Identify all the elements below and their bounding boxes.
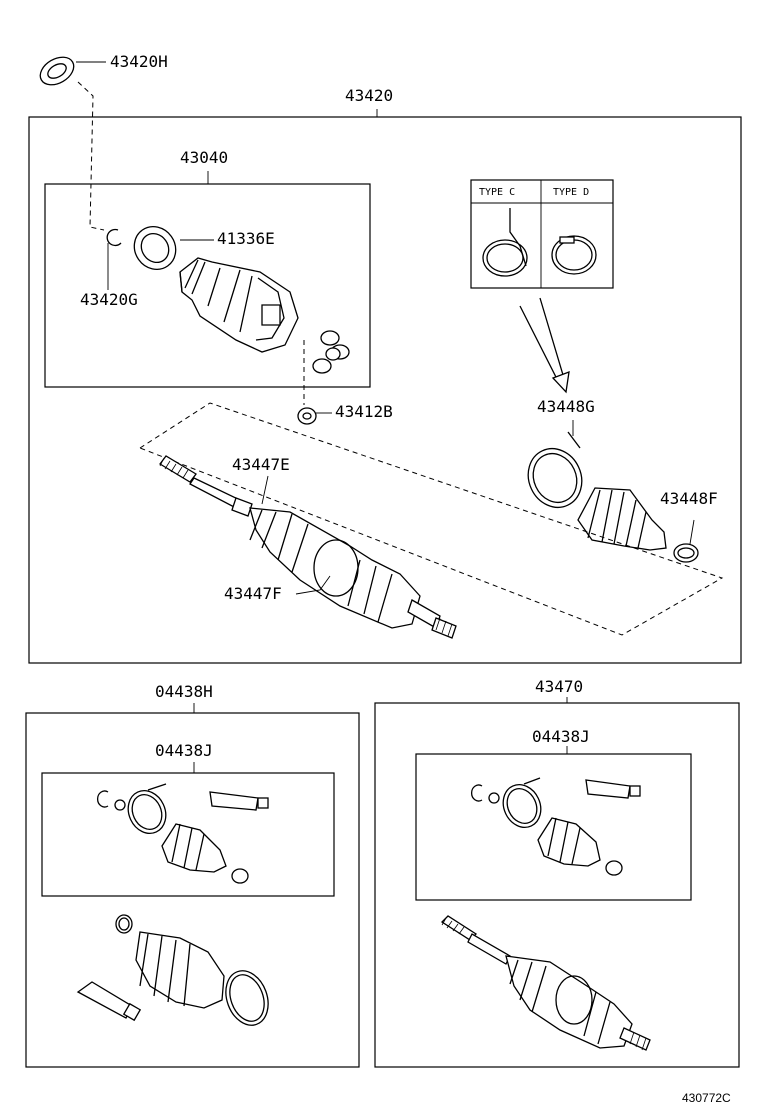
figure-id: 430772C (682, 1091, 731, 1105)
label-43412B: 43412B (335, 402, 393, 421)
dust-seal-43420H (39, 56, 75, 86)
box-04438H-kit (25, 712, 360, 1068)
box-43040-joint (44, 183, 371, 388)
clamp-type-c (482, 208, 528, 277)
label-04438H: 04438H (155, 682, 213, 701)
label-43448F: 43448F (660, 489, 718, 508)
box-clamp-types (470, 179, 614, 289)
arrows-clamp-types (519, 297, 567, 386)
kit-04438H-loose-parts (76, 914, 269, 1026)
snap-ring-43420G (106, 228, 122, 247)
label-04438J-right: 04438J (532, 727, 590, 746)
leader-43447E (261, 475, 269, 505)
boot-outer-43447 (577, 487, 667, 551)
tripod-joint (312, 330, 350, 374)
kit-04438J-left-parts (97, 783, 269, 884)
ring-41336E (133, 225, 177, 271)
label-type-d: TYPE D (553, 187, 589, 198)
box-04438J-left-kit (41, 772, 335, 897)
box-43470-assembly (374, 702, 740, 1068)
label-type-c: TYPE C (479, 187, 515, 198)
label-41336E: 41336E (217, 229, 275, 248)
label-43040: 43040 (180, 148, 228, 167)
leader-43448F (689, 519, 695, 545)
label-43420H: 43420H (110, 52, 168, 71)
drive-shaft-assembly (159, 455, 457, 639)
joint-housing-43040 (179, 257, 299, 353)
label-43447F: 43447F (224, 584, 282, 603)
label-43420: 43420 (345, 86, 393, 105)
kit-04438J-right-parts (471, 777, 641, 876)
box-43420-assembly (28, 116, 742, 664)
label-04438J-left: 04438J (155, 741, 213, 760)
clamp-43448G (527, 431, 583, 508)
label-43448G: 43448G (537, 397, 595, 416)
label-43447E: 43447E (232, 455, 290, 474)
drive-shaft-43470 (440, 915, 651, 1051)
dashed-43420H (77, 81, 105, 231)
box-04438J-right-kit (415, 753, 692, 901)
leader-43447F (295, 575, 331, 595)
label-43420G: 43420G (80, 290, 138, 309)
arrowhead-clamp (551, 371, 570, 394)
clamp-type-d (551, 235, 597, 275)
nut-43412B (297, 407, 317, 425)
clamp-43448F (673, 543, 699, 563)
label-43470: 43470 (535, 677, 583, 696)
dashed-shaft-outline (138, 402, 724, 636)
